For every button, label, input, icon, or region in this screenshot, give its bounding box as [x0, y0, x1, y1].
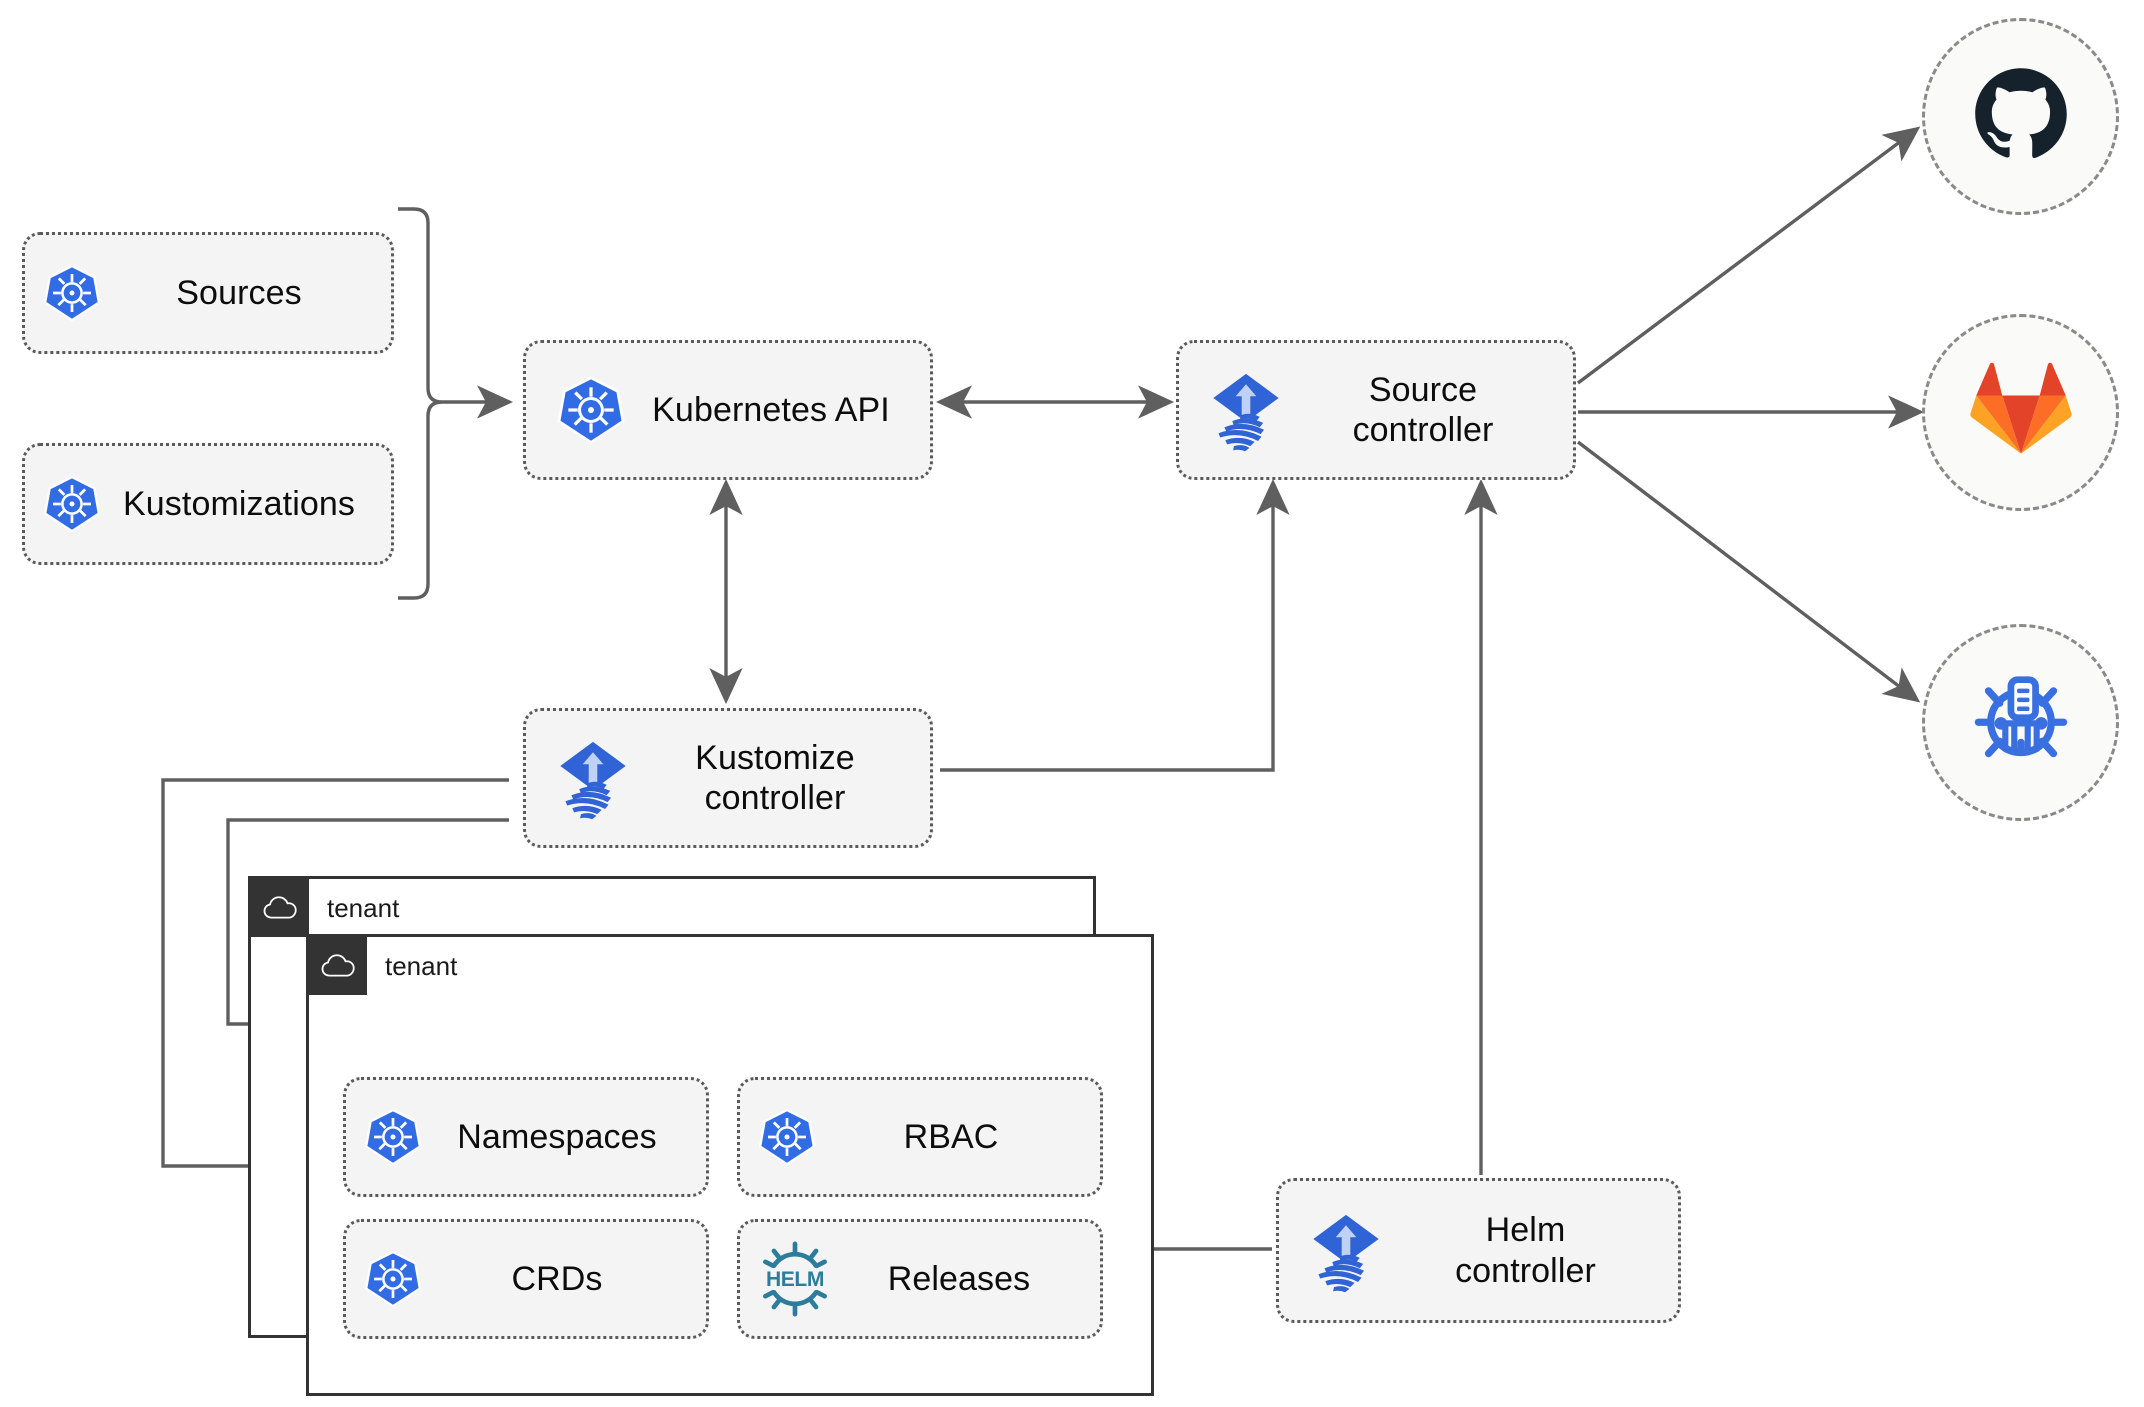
- node-kustomizations[interactable]: Kustomizations: [22, 443, 394, 565]
- kubernetes-icon: [362, 1106, 424, 1168]
- node-label: Kubernetes API: [652, 390, 890, 429]
- github-icon: [1969, 62, 2073, 171]
- repo-github[interactable]: [1922, 18, 2119, 215]
- helm-chart-icon: [1965, 664, 2077, 781]
- kubernetes-icon: [41, 262, 103, 324]
- flux-icon: [550, 735, 636, 821]
- edge-source-to-helm-repo: [1576, 440, 1921, 703]
- node-kubernetes-api[interactable]: Kubernetes API: [523, 340, 933, 480]
- tenant-front[interactable]: tenant: [306, 934, 1154, 1396]
- tenant-resource-namespaces[interactable]: Namespaces: [343, 1077, 709, 1197]
- kubernetes-icon: [41, 473, 103, 535]
- node-label: Helm controller: [1455, 1211, 1596, 1290]
- node-sources[interactable]: Sources: [22, 232, 394, 354]
- gitlab-icon: [1969, 358, 2073, 467]
- tenant-resource-cell: Namespaces: [343, 1077, 709, 1197]
- node-source-controller[interactable]: Source controller: [1176, 340, 1576, 480]
- cloud-icon: [251, 879, 309, 937]
- node-helm-controller[interactable]: Helm controller: [1276, 1178, 1681, 1323]
- tenant-resource-grid: Namespaces: [343, 1077, 1103, 1339]
- tenant-resource-cell: CRDs: [343, 1219, 709, 1339]
- tenant-resource-rbac[interactable]: RBAC: [737, 1077, 1103, 1197]
- svg-text:HELM: HELM: [766, 1268, 824, 1291]
- node-label: CRDs: [511, 1259, 603, 1298]
- node-kustomize-controller[interactable]: Kustomize controller: [523, 708, 933, 848]
- flux-icon: [1203, 367, 1289, 453]
- node-label: Kustomizations: [123, 484, 355, 523]
- node-label: Releases: [887, 1259, 1031, 1298]
- edge-resources-brace: [398, 207, 443, 600]
- tenant-resource-cell: RBAC: [737, 1077, 1103, 1197]
- node-label: Sources: [176, 273, 302, 312]
- edge-source-to-github: [1576, 126, 1921, 385]
- tenant-header: tenant: [251, 879, 399, 937]
- tenant-header: tenant: [309, 937, 457, 995]
- helm-icon: HELM: [756, 1240, 834, 1318]
- tenant-resource-releases[interactable]: HELM Releases: [737, 1219, 1103, 1339]
- kubernetes-icon: [362, 1248, 424, 1310]
- edge-kustomize-to-source-controller: [940, 478, 1290, 772]
- kubernetes-icon: [756, 1106, 818, 1168]
- tenant-resource-crds[interactable]: CRDs: [343, 1219, 709, 1339]
- flux-icon: [1303, 1208, 1389, 1294]
- repo-gitlab[interactable]: [1922, 314, 2119, 511]
- node-label: Namespaces: [457, 1117, 657, 1156]
- node-label: RBAC: [903, 1117, 999, 1156]
- tenant-label: tenant: [327, 893, 400, 923]
- cloud-icon: [309, 937, 367, 995]
- kubernetes-icon: [554, 373, 628, 447]
- repo-helm-chart[interactable]: [1922, 624, 2119, 821]
- node-label: Source controller: [1352, 370, 1494, 449]
- tenant-resource-cell: HELM Releases: [737, 1219, 1103, 1339]
- node-label: Kustomize controller: [695, 738, 855, 817]
- tenant-label: tenant: [385, 951, 458, 981]
